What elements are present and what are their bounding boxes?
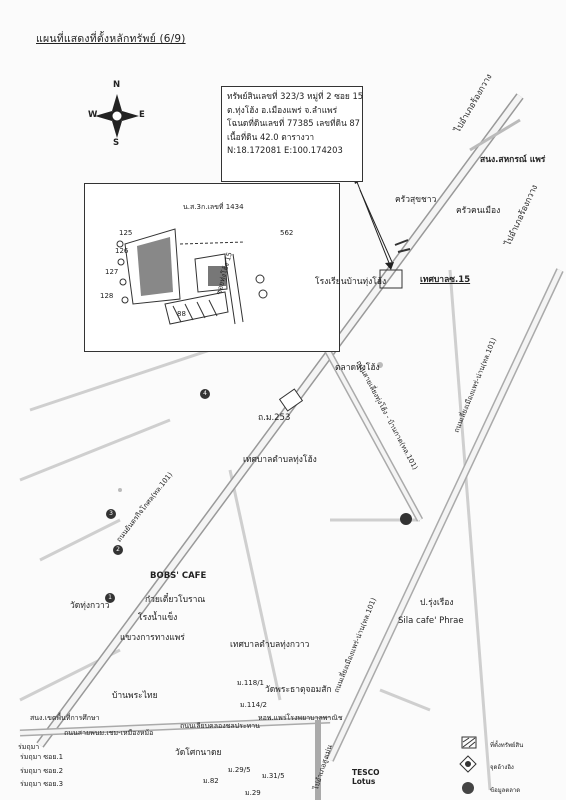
info-line-5: N:18.172081 E:100.174203 (227, 145, 343, 155)
inset-n125: 125 (119, 229, 133, 237)
place-tessaban15: เทศบาลซ.15 (420, 275, 471, 285)
compass-rose-icon (95, 94, 139, 138)
info-line-4: เนื้อที่ดิน 42.0 ตารางวา (227, 131, 315, 142)
plot-inset: น.ส.3ก.เลขที่ 1434 125 562 126 127 128 8… (84, 183, 340, 352)
place-m29: ม.29/5 (228, 766, 251, 774)
place-school-ll3: ร่มฤมา ซอย.2 (20, 767, 64, 775)
place-khrua-muang: ครัวคนเมือง (456, 206, 501, 216)
marker-5 (400, 513, 412, 525)
plot-plan-drawing (116, 228, 268, 325)
place-ban-phrasaiyai: บ้านพระไทย (112, 691, 158, 701)
place-m82: ม.82 (203, 777, 219, 785)
place-office-education: สนง.เขตพื้นที่การศึกษา (30, 714, 100, 722)
place-m31: ม.31/5 (262, 772, 285, 780)
inset-n88: 88 (177, 310, 186, 318)
compass-w: W (88, 110, 98, 120)
place-tessaban-office: เทศบาลตำบลทุ่งโฮ้ง (243, 455, 317, 465)
place-petrol: ป.รุ่งเรือง (420, 598, 454, 608)
place-hospital: หอพ.แพร่โรงพยาบาลพาณิช (258, 714, 343, 722)
road-label-chaiklong: ถนนเลียบคลองชลประทาน (180, 722, 260, 730)
place-tessaban-thungkwao: เทศบาลตำบลทุ่งกวาว (230, 640, 310, 650)
place-wat-thungkwao: วัดทุ่งกวาว (70, 601, 110, 611)
place-school-ll2: ร่มฤมา ซอย.1 (20, 753, 64, 761)
info-line-2: ต.ทุ่งโฮ้ง อ.เมืองแพร่ จ.ลำแพร่ (227, 104, 338, 115)
marker-4: 1 (105, 593, 115, 603)
marker-3: 2 (113, 545, 123, 555)
inset-n128: 128 (100, 292, 114, 300)
compass (87, 86, 147, 146)
place-moo253: ถ.ม.253 (258, 413, 291, 423)
place-rongnamkhaeng: โรงน้ำแข็ง (138, 613, 178, 623)
place-wat-phrathat: วัดพระธาตุจอมสัก (265, 685, 332, 695)
inset-n562: 562 (280, 229, 294, 237)
inset-n126: 126 (115, 247, 129, 255)
place-m29b: ม.29 (245, 789, 261, 797)
place-khrua-suchat: ครัวสุขชาว (395, 195, 437, 205)
compass-n: N (113, 80, 121, 90)
legend-hatch-label: ที่ตั้งทรัพย์สิน (490, 742, 524, 749)
place-bobs-cafe: BOBS' CAFE (150, 571, 207, 581)
inset-n127: 127 (105, 268, 119, 276)
place-coop: สนง.สหกรณ์ แพร่ (480, 155, 546, 165)
place-tesco: TESCO Lotus (352, 768, 380, 786)
place-school-ll1: ร่มฤมา (18, 743, 40, 751)
info-line-3: โฉนดที่ดินเลขที่ 77385 เลขที่ดิน 87 (227, 118, 360, 128)
property-info-box: ทรัพย์สินเลขที่ 323/3 หมู่ที่ 2 ซอย 15 ต… (221, 86, 363, 182)
compass-e: E (139, 110, 145, 120)
place-school-ll4: ร่มฤมา ซอย.3 (20, 780, 64, 788)
place-wat-khok: วัดโศกนาดย (175, 748, 222, 758)
place-school: โรงเรียนบ้านทุ่งโฮ้ง (315, 277, 387, 287)
marker-2: 3 (106, 509, 116, 519)
place-m114: ม.114/2 (240, 701, 268, 709)
marker-1: 4 (200, 389, 210, 399)
info-line-1: ทรัพย์สินเลขที่ 323/3 หมู่ที่ 2 ซอย 15 (227, 91, 364, 101)
place-kuaytiao: ก๋วยเตี๋ยวโบราณ (145, 595, 206, 605)
compass-s: S (113, 138, 120, 148)
place-m118: ม.118/1 (237, 679, 265, 687)
place-sila-cafe: Sila cafe' Phrae (398, 616, 464, 626)
map-title: แผนที่แสดงที่ตั้งหลักทรัพย์ (6/9) (36, 33, 186, 45)
place-market: ตลาดทุ่งโฮ้ง (335, 363, 380, 373)
road-label-chaimongkhon: ถนนสายพนม.เชม-เหมืองหม้อ (64, 729, 154, 737)
inset-header: น.ส.3ก.เลขที่ 1434 (183, 203, 244, 211)
place-highway-district: แขวงการทางแพร่ (120, 633, 185, 643)
legend-sign-label: จุดอ้างอิง (490, 764, 514, 771)
legend-circle-label: ข้อมูลตลาด (490, 787, 521, 794)
